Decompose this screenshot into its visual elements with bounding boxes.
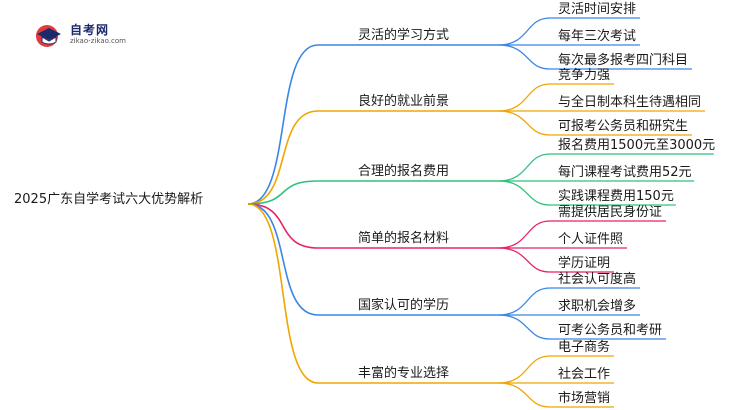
logo-title: 自考网 bbox=[70, 23, 110, 37]
leaf-label: 社会工作 bbox=[558, 366, 610, 382]
leaf-label: 报名费用1500元至3000元 bbox=[558, 137, 715, 153]
branch-label: 良好的就业前景 bbox=[358, 93, 449, 109]
leaf-connector bbox=[497, 110, 551, 136]
leaf-label: 个人证件照 bbox=[558, 232, 623, 247]
leaf-label: 可报考公务员和研究生 bbox=[558, 118, 688, 134]
branch-connector bbox=[247, 203, 319, 316]
leaf-label: 学历证明 bbox=[558, 255, 610, 271]
leaf-label: 电子商务 bbox=[558, 339, 610, 355]
leaf-label: 每次最多报考四门科目 bbox=[558, 52, 688, 68]
leaf-connector bbox=[497, 220, 551, 249]
leaf-connector bbox=[497, 180, 551, 206]
site-logo[interactable]: 自考网 zikao-zikao.com bbox=[34, 20, 154, 50]
leaf-connector bbox=[497, 247, 551, 273]
branch-connector bbox=[247, 203, 319, 384]
leaf-label: 求职机会增多 bbox=[558, 298, 636, 314]
root-topic: 2025广东自学考试六大优势解析 bbox=[14, 191, 203, 207]
leaf-connector bbox=[497, 44, 551, 70]
graduation-cap-icon bbox=[36, 25, 61, 47]
branch-connector bbox=[247, 180, 319, 205]
logo-url: zikao-zikao.com bbox=[70, 37, 126, 45]
leaf-connector bbox=[497, 17, 551, 46]
leaf-label: 灵活时间安排 bbox=[558, 2, 636, 17]
branch-label: 灵活的学习方式 bbox=[358, 27, 449, 43]
leaf-label: 与全日制本科生待遇相同 bbox=[558, 94, 701, 110]
leaf-label: 竞争力强 bbox=[558, 67, 610, 83]
leaf-label: 市场营销 bbox=[558, 390, 610, 406]
leaf-connector bbox=[497, 287, 551, 316]
branch-connector bbox=[247, 44, 319, 205]
branch-label: 合理的报名费用 bbox=[358, 163, 449, 179]
leaf-label: 每年三次考试 bbox=[558, 28, 636, 44]
leaf-connector bbox=[497, 153, 551, 182]
leaf-label: 可考公务员和考研 bbox=[558, 322, 662, 338]
branch-label: 国家认可的学历 bbox=[358, 297, 449, 313]
leaf-connector bbox=[497, 83, 551, 112]
leaf-connector bbox=[497, 382, 551, 408]
branch-label: 简单的报名材料 bbox=[358, 230, 449, 246]
leaf-connector bbox=[497, 355, 551, 384]
branch-connector bbox=[247, 203, 319, 249]
branch-label: 丰富的专业选择 bbox=[358, 365, 449, 381]
leaf-label: 社会认可度高 bbox=[558, 271, 636, 287]
leaf-connector bbox=[497, 314, 551, 340]
branch-connector bbox=[247, 110, 319, 205]
leaf-label: 需提供居民身份证 bbox=[558, 204, 662, 220]
leaf-label: 实践课程费用150元 bbox=[558, 189, 674, 204]
leaf-label: 每门课程考试费用52元 bbox=[558, 164, 692, 180]
